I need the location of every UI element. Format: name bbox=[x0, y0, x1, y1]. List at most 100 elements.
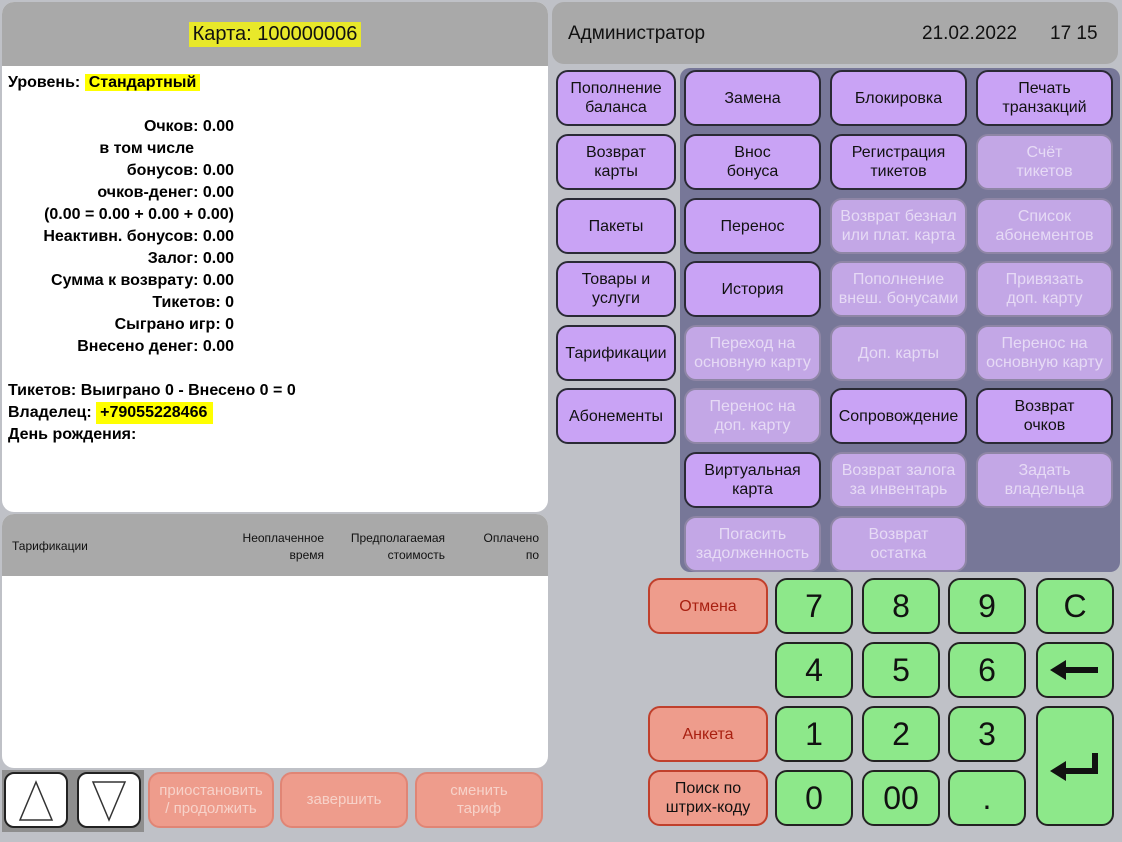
keypad-5[interactable]: 5 bbox=[862, 642, 940, 698]
history-button[interactable]: История bbox=[684, 261, 821, 317]
pause-resume-button[interactable]: приостановить/ продолжить bbox=[148, 772, 274, 828]
keypad-decimal[interactable]: . bbox=[948, 770, 1026, 826]
enter-arrow-icon bbox=[1050, 753, 1098, 781]
switch-to-main-card-line2: основную карту bbox=[694, 354, 811, 371]
history-label: История bbox=[721, 280, 784, 298]
subscriptions-button[interactable]: Абонементы bbox=[556, 388, 676, 444]
questionnaire-button[interactable]: Анкета bbox=[648, 706, 768, 762]
keypad-8[interactable]: 8 bbox=[862, 578, 940, 634]
goods-services-line1: Товары и bbox=[581, 271, 651, 288]
arrow-down-icon bbox=[91, 781, 127, 822]
extra-cards-button[interactable]: Доп. карты bbox=[830, 325, 967, 381]
return-points-line2: очков bbox=[1023, 417, 1066, 434]
keypad-00[interactable]: 00 bbox=[862, 770, 940, 826]
keypad-clear[interactable]: C bbox=[1036, 578, 1114, 634]
keypad-1[interactable]: 1 bbox=[775, 706, 853, 762]
stat-bonuses: бонусов: 0.00 bbox=[126, 162, 234, 179]
keypad-backspace[interactable] bbox=[1036, 642, 1114, 698]
return-card-line1: Возврат bbox=[586, 144, 646, 161]
keypad-7[interactable]: 7 bbox=[775, 578, 853, 634]
keypad-6[interactable]: 6 bbox=[948, 642, 1026, 698]
col-unpaid-time-line2: время bbox=[289, 548, 324, 562]
keypad-2[interactable]: 2 bbox=[862, 706, 940, 762]
col-unpaid-time: Неоплаченное время bbox=[202, 530, 324, 564]
register-tickets-line2: тикетов bbox=[870, 163, 927, 180]
keypad-enter[interactable] bbox=[1036, 706, 1114, 826]
tariffs-toolbar: приостановить/ продолжить завершить смен… bbox=[2, 770, 548, 832]
extra-cards-label: Доп. карты bbox=[857, 344, 940, 362]
stat-tickets: Тикетов: 0 bbox=[152, 294, 234, 311]
virtual-card-line1: Виртуальная bbox=[704, 462, 801, 479]
tariffs-table: Тарификации Неоплаченное время Предполаг… bbox=[2, 514, 548, 768]
level-line: Уровень: Стандартный bbox=[8, 72, 542, 94]
return-points-button[interactable]: Возврат очков bbox=[976, 388, 1113, 444]
subscriptions-label: Абонементы bbox=[568, 407, 664, 425]
keypad-0[interactable]: 0 bbox=[775, 770, 853, 826]
block-card-label: Блокировка bbox=[854, 89, 943, 107]
stat-games-played: Сыграно игр: 0 bbox=[114, 316, 234, 333]
current-time: 17 15 bbox=[1050, 23, 1098, 44]
cashless-refund-line2: или плат. карта bbox=[841, 227, 956, 244]
finish-button[interactable]: завершить bbox=[280, 772, 408, 828]
replace-card-button[interactable]: Замена bbox=[684, 70, 821, 126]
col-estimated-cost-line2: стоимость bbox=[387, 548, 445, 562]
return-points-line1: Возврат bbox=[1014, 398, 1075, 415]
block-card-button[interactable]: Блокировка bbox=[830, 70, 967, 126]
keypad-4[interactable]: 4 bbox=[775, 642, 853, 698]
cancel-button[interactable]: Отмена bbox=[648, 578, 768, 634]
current-date: 21.02.2022 bbox=[922, 23, 1018, 44]
cancel-label: Отмена bbox=[679, 597, 737, 615]
questionnaire-label: Анкета bbox=[682, 725, 734, 743]
escort-button[interactable]: Сопровождение bbox=[830, 388, 967, 444]
keypad-3[interactable]: 3 bbox=[948, 706, 1026, 762]
top-up-balance-line1: Пополнение bbox=[570, 80, 662, 97]
subscriptions-list-line2: абонементов bbox=[995, 227, 1094, 244]
stat-points: Очков: 0.00 bbox=[143, 118, 234, 135]
birthday-label: День рождения: bbox=[8, 426, 137, 443]
return-deposit-line2: за инвентарь bbox=[849, 481, 948, 498]
keypad-9[interactable]: 9 bbox=[948, 578, 1026, 634]
level-label: Уровень: bbox=[8, 74, 81, 91]
packages-button[interactable]: Пакеты bbox=[556, 198, 676, 254]
escort-label: Сопровождение bbox=[838, 407, 959, 425]
return-card-button[interactable]: Возврат карты bbox=[556, 134, 676, 190]
scroll-down-button[interactable] bbox=[77, 772, 141, 828]
return-deposit-line1: Возврат залога bbox=[841, 462, 956, 479]
print-transactions-line2: транзакций bbox=[1002, 99, 1087, 116]
pause-resume-line1: приостановить bbox=[159, 782, 263, 799]
col-tariffs: Тарификации bbox=[12, 539, 88, 553]
return-balance-line2: остатка bbox=[870, 545, 927, 562]
tariffs-button[interactable]: Тарификации bbox=[556, 325, 676, 381]
add-bonus-line2: бонуса bbox=[726, 163, 779, 180]
change-tariff-line2: тариф bbox=[456, 800, 502, 817]
return-card-line2: карты bbox=[594, 163, 638, 180]
scroll-up-button[interactable] bbox=[4, 772, 68, 828]
external-bonus-topup-line2: внеш. бонусами bbox=[838, 290, 959, 307]
transfer-button[interactable]: Перенос bbox=[684, 198, 821, 254]
return-deposit-button[interactable]: Возврат залога за инвентарь bbox=[830, 452, 967, 508]
operator-header: Администратор 21.02.2022 17 15 bbox=[552, 2, 1118, 64]
scroll-buttons-area bbox=[2, 770, 144, 832]
col-estimated-cost-line1: Предполагаемая bbox=[350, 531, 445, 545]
owner-label: Владелец: bbox=[8, 404, 92, 421]
card-details: Уровень: Стандартный Очков: 0.00 в том ч… bbox=[2, 66, 548, 452]
